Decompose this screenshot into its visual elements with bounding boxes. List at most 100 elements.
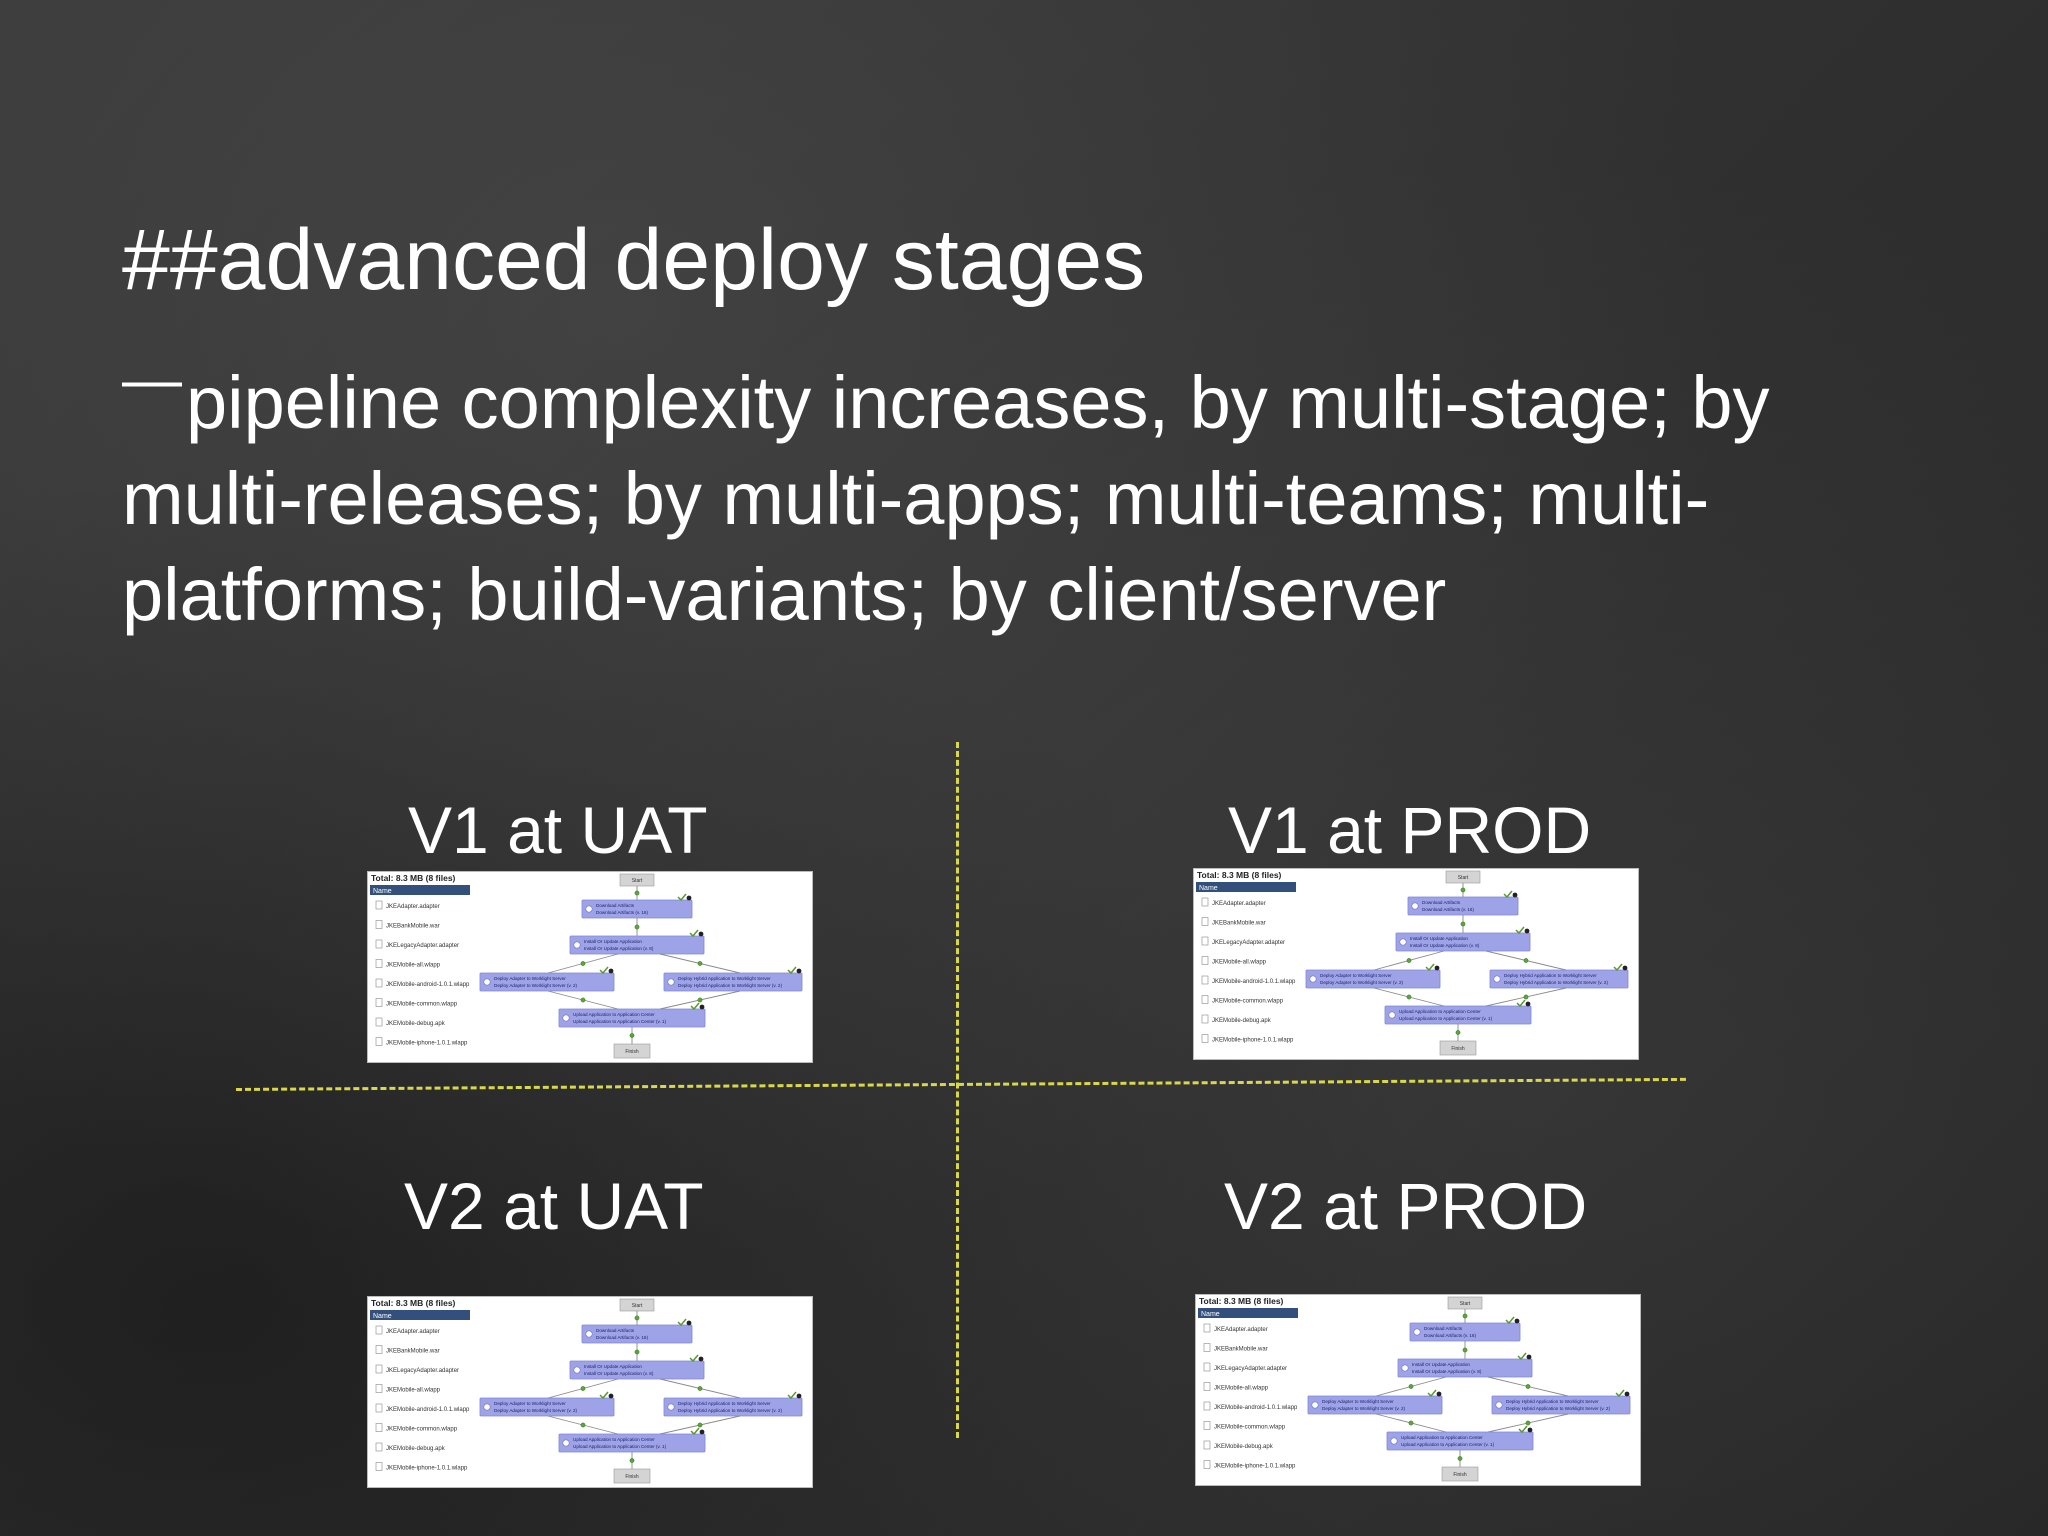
step-icon (1390, 1437, 1398, 1445)
step-title: Start (1458, 875, 1469, 881)
check-icon (1515, 926, 1525, 935)
close-icon (698, 1356, 704, 1362)
connector-dot (634, 1315, 640, 1321)
connector-dot (1408, 1420, 1414, 1426)
step-title: Finish (625, 1474, 639, 1480)
check-icon (1516, 999, 1526, 1008)
connector-dot (580, 1422, 586, 1428)
connector-dot (1525, 1384, 1531, 1389)
close-icon (1524, 928, 1530, 934)
step-title: Download Artifacts (1424, 1326, 1463, 1331)
file-name: JKEBankMobile.war (1214, 1347, 1268, 1353)
body-text: pipeline complexity increases, by multi-… (122, 361, 1770, 636)
step-icon (573, 941, 581, 949)
close-icon (1622, 965, 1628, 971)
step-title: Deploy Adapter to Worklight Server (1322, 1399, 1394, 1404)
check-icon (1427, 1389, 1437, 1398)
step-title: Upload Application to Application Center (1401, 1435, 1483, 1440)
upload-step: Upload Application to Application Center… (558, 1427, 706, 1453)
start-node: Start (619, 1298, 655, 1312)
step-title: Deploy Hybrid Application to Worklight S… (678, 1401, 771, 1406)
close-icon (1434, 965, 1440, 971)
column-header-bar (1196, 882, 1296, 892)
file-icon (375, 1037, 383, 1046)
step-title: Upload Application to Application Center (573, 1437, 655, 1442)
connector-dot (580, 961, 586, 966)
connector-dot (1525, 1420, 1531, 1426)
check-icon (599, 966, 609, 975)
file-icon (375, 1364, 383, 1374)
file-name: JKEMobile-iphone-1.0.1.wlapp (386, 1466, 468, 1472)
step-title: Deploy Hybrid Application to Worklight S… (1506, 1399, 1599, 1404)
file-icon (1201, 1014, 1209, 1024)
close-icon (698, 931, 704, 937)
column-header: Name (373, 888, 392, 895)
close-icon (608, 1393, 614, 1399)
connector-dot (1462, 1313, 1468, 1319)
step-icon (1495, 1401, 1503, 1409)
connector-dot (1462, 1347, 1468, 1353)
step-title: Download Artifacts (596, 903, 635, 908)
step-subtitle: Install Or Update Application (v. 8) (584, 1371, 654, 1376)
close-icon (686, 1320, 692, 1326)
file-icon (1203, 1401, 1211, 1411)
check-icon (677, 1318, 687, 1327)
file-name: JKEAdapter.adapter (1214, 1327, 1268, 1333)
step-subtitle: Upload Application to Application Center… (573, 1019, 667, 1024)
close-icon (1514, 1318, 1520, 1324)
file-icon (375, 939, 383, 949)
file-icon (1203, 1323, 1211, 1333)
connector-dot (1457, 1456, 1463, 1461)
close-icon (796, 1393, 802, 1399)
file-icon (375, 1345, 383, 1354)
start-node: Start (1447, 1296, 1483, 1310)
connector-dot (697, 1422, 703, 1428)
step-title: Deploy Adapter to Worklight Server (1320, 973, 1392, 978)
file-icon (1203, 1440, 1211, 1450)
file-icon (375, 959, 383, 968)
connector-dot (629, 1033, 635, 1038)
step-title: Install Or Update Application (1412, 1362, 1470, 1367)
step-icon (573, 1366, 581, 1374)
step-icon (1309, 975, 1317, 983)
pipeline-diagram: Total: 8.3 MB (8 files)NameJKEAdapter.ad… (370, 1298, 803, 1484)
deploy-hybrid-step: Deploy Hybrid Application to Worklight S… (1489, 963, 1629, 989)
quadrant-label-v1-prod: V1 at PROD (1228, 793, 1592, 867)
step-title: Start (632, 1303, 643, 1309)
quadrant-label-v1-uat: V1 at UAT (408, 793, 708, 867)
file-icon (1201, 897, 1209, 907)
file-name: JKEMobile-common.wlapp (1212, 999, 1284, 1005)
check-icon (1518, 1425, 1528, 1434)
file-name: JKEMobile-iphone-1.0.1.wlapp (1212, 1038, 1294, 1044)
start-node: Start (619, 873, 655, 887)
step-subtitle: Install Or Update Application (v. 8) (584, 946, 654, 951)
file-name: JKEMobile-all.wlapp (1212, 960, 1267, 966)
step-icon (1493, 975, 1501, 983)
step-title: Deploy Adapter to Worklight Server (494, 976, 566, 981)
total-size: Total: 8.3 MB (8 files) (371, 1298, 456, 1308)
step-subtitle: Deploy Hybrid Application to Worklight S… (1504, 980, 1608, 985)
deploy-hybrid-step: Deploy Hybrid Application to Worklight S… (1491, 1389, 1631, 1415)
file-icon (375, 1325, 383, 1335)
connector-dot (634, 924, 640, 930)
connector-dot (1523, 994, 1529, 1000)
step-icon (585, 1330, 593, 1338)
file-icon (1201, 1034, 1209, 1043)
file-name: JKEMobile-common.wlapp (386, 1002, 458, 1008)
step-title: Download Artifacts (596, 1328, 635, 1333)
column-header: Name (373, 1313, 392, 1320)
step-title: Finish (625, 1049, 639, 1055)
upload-step: Upload Application to Application Center… (1386, 1425, 1534, 1451)
step-icon (667, 1403, 675, 1411)
file-name: JKEMobile-debug.apk (386, 1021, 446, 1027)
connector-dot (634, 1349, 640, 1355)
step-icon (483, 1403, 491, 1411)
file-name: JKEMobile-iphone-1.0.1.wlapp (1214, 1464, 1296, 1470)
step-icon (1411, 902, 1419, 910)
check-icon (689, 1354, 699, 1363)
